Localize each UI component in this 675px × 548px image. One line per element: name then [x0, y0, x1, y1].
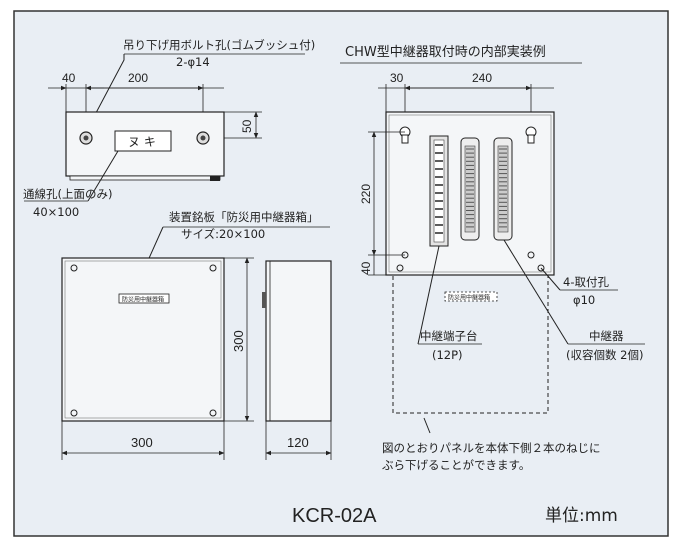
dim-240: 240: [472, 71, 492, 85]
dim-220: 220: [359, 184, 373, 204]
hole-callout-line1: 吊り下げ用ボルト孔(ゴムブッシュ付): [123, 38, 315, 52]
screw-bl: [70, 409, 78, 417]
side-view-box: [265, 260, 332, 422]
terminal-block: [429, 135, 449, 247]
hole-callout-line2: 2-φ14: [176, 55, 210, 69]
mount-holes-line2: φ10: [573, 293, 595, 307]
knockout-leader: [87, 150, 119, 202]
mount-holes-line1: 4-取付孔: [563, 275, 609, 289]
screw-ibr: [537, 264, 545, 272]
plate-callout-line1: 装置銘板「防災用中継器箱」: [169, 210, 319, 224]
dim-30: 30: [390, 71, 404, 85]
screw-br: [209, 409, 217, 417]
keyhole-tl: [399, 126, 411, 144]
note-leader: [423, 417, 431, 434]
dim-300-height: 300: [231, 330, 246, 352]
repeater-module-1: [460, 137, 480, 241]
dim-200-top: 200: [128, 71, 148, 85]
terminal-leader: [417, 245, 440, 345]
foot-right: [210, 176, 220, 181]
internal-layout-view: CHW型中継器取付時の内部実装例 30 240: [340, 44, 645, 472]
side-hinge: [262, 292, 266, 308]
hanging-panel-plate-text: 防災用中継器箱: [448, 294, 490, 302]
note-line2: ぶら下げることができます。: [382, 458, 530, 472]
hole-br: [527, 251, 535, 259]
repeater-module-2: [493, 137, 513, 241]
right-view-title: CHW型中継器取付時の内部実装例: [345, 44, 546, 60]
repeater-line2: (収容個数 2個): [566, 348, 643, 362]
bolt-hole-left-center: [83, 135, 89, 141]
terminal-line2: (12P): [432, 348, 463, 362]
front-view: 装置銘板「防災用中継器箱」 サイズ:20×100 防災用中継器箱 300 300…: [61, 210, 332, 460]
screw-tr: [209, 264, 217, 272]
top-view-base: [69, 175, 221, 181]
dim-300-width: 300: [131, 435, 153, 450]
screw-tl: [70, 264, 78, 272]
unit-label: 単位:mm: [545, 506, 618, 526]
front-nameplate-text: 防災用中継器箱: [122, 296, 164, 304]
dim-40-right: 40: [359, 261, 373, 275]
bolt-hole-right-center: [200, 135, 206, 141]
knockout-label: ヌ キ: [128, 135, 156, 149]
knockout-callout-line1: 通線孔(上面のみ): [23, 187, 112, 201]
hole-callout-leader: [87, 54, 125, 129]
front-view-box: [61, 257, 225, 422]
front-nameplate: [118, 293, 170, 304]
screw-ibl: [396, 264, 404, 272]
repeater-leader: [503, 239, 569, 345]
hanging-panel-plate: [444, 291, 498, 302]
knockout-callout-line2: 40×100: [33, 205, 79, 219]
internal-box-inner: [388, 114, 552, 273]
repeater-line1: 中継器: [589, 329, 624, 343]
hanging-panel-outline: [392, 274, 549, 414]
model-number: KCR-02A: [292, 505, 377, 527]
mount-holes-leader: [540, 267, 561, 291]
front-view-inner: [64, 260, 222, 419]
terminal-line1: 中継端子台: [420, 329, 478, 343]
dim-120-depth: 120: [287, 435, 309, 450]
knockout-plate: [114, 130, 172, 152]
dim-50: 50: [240, 119, 254, 133]
dim-40-top: 40: [62, 71, 76, 85]
keyhole-tr: [525, 126, 537, 144]
note-line1: 図のとおりパネルを本体下側２本のねじに: [382, 441, 601, 455]
top-view: 吊り下げ用ボルト孔(ゴムブッシュ付) 2-φ14 40 200 ヌ キ 50: [23, 38, 315, 219]
plate-callout-line2: サイズ:20×100: [181, 227, 265, 241]
